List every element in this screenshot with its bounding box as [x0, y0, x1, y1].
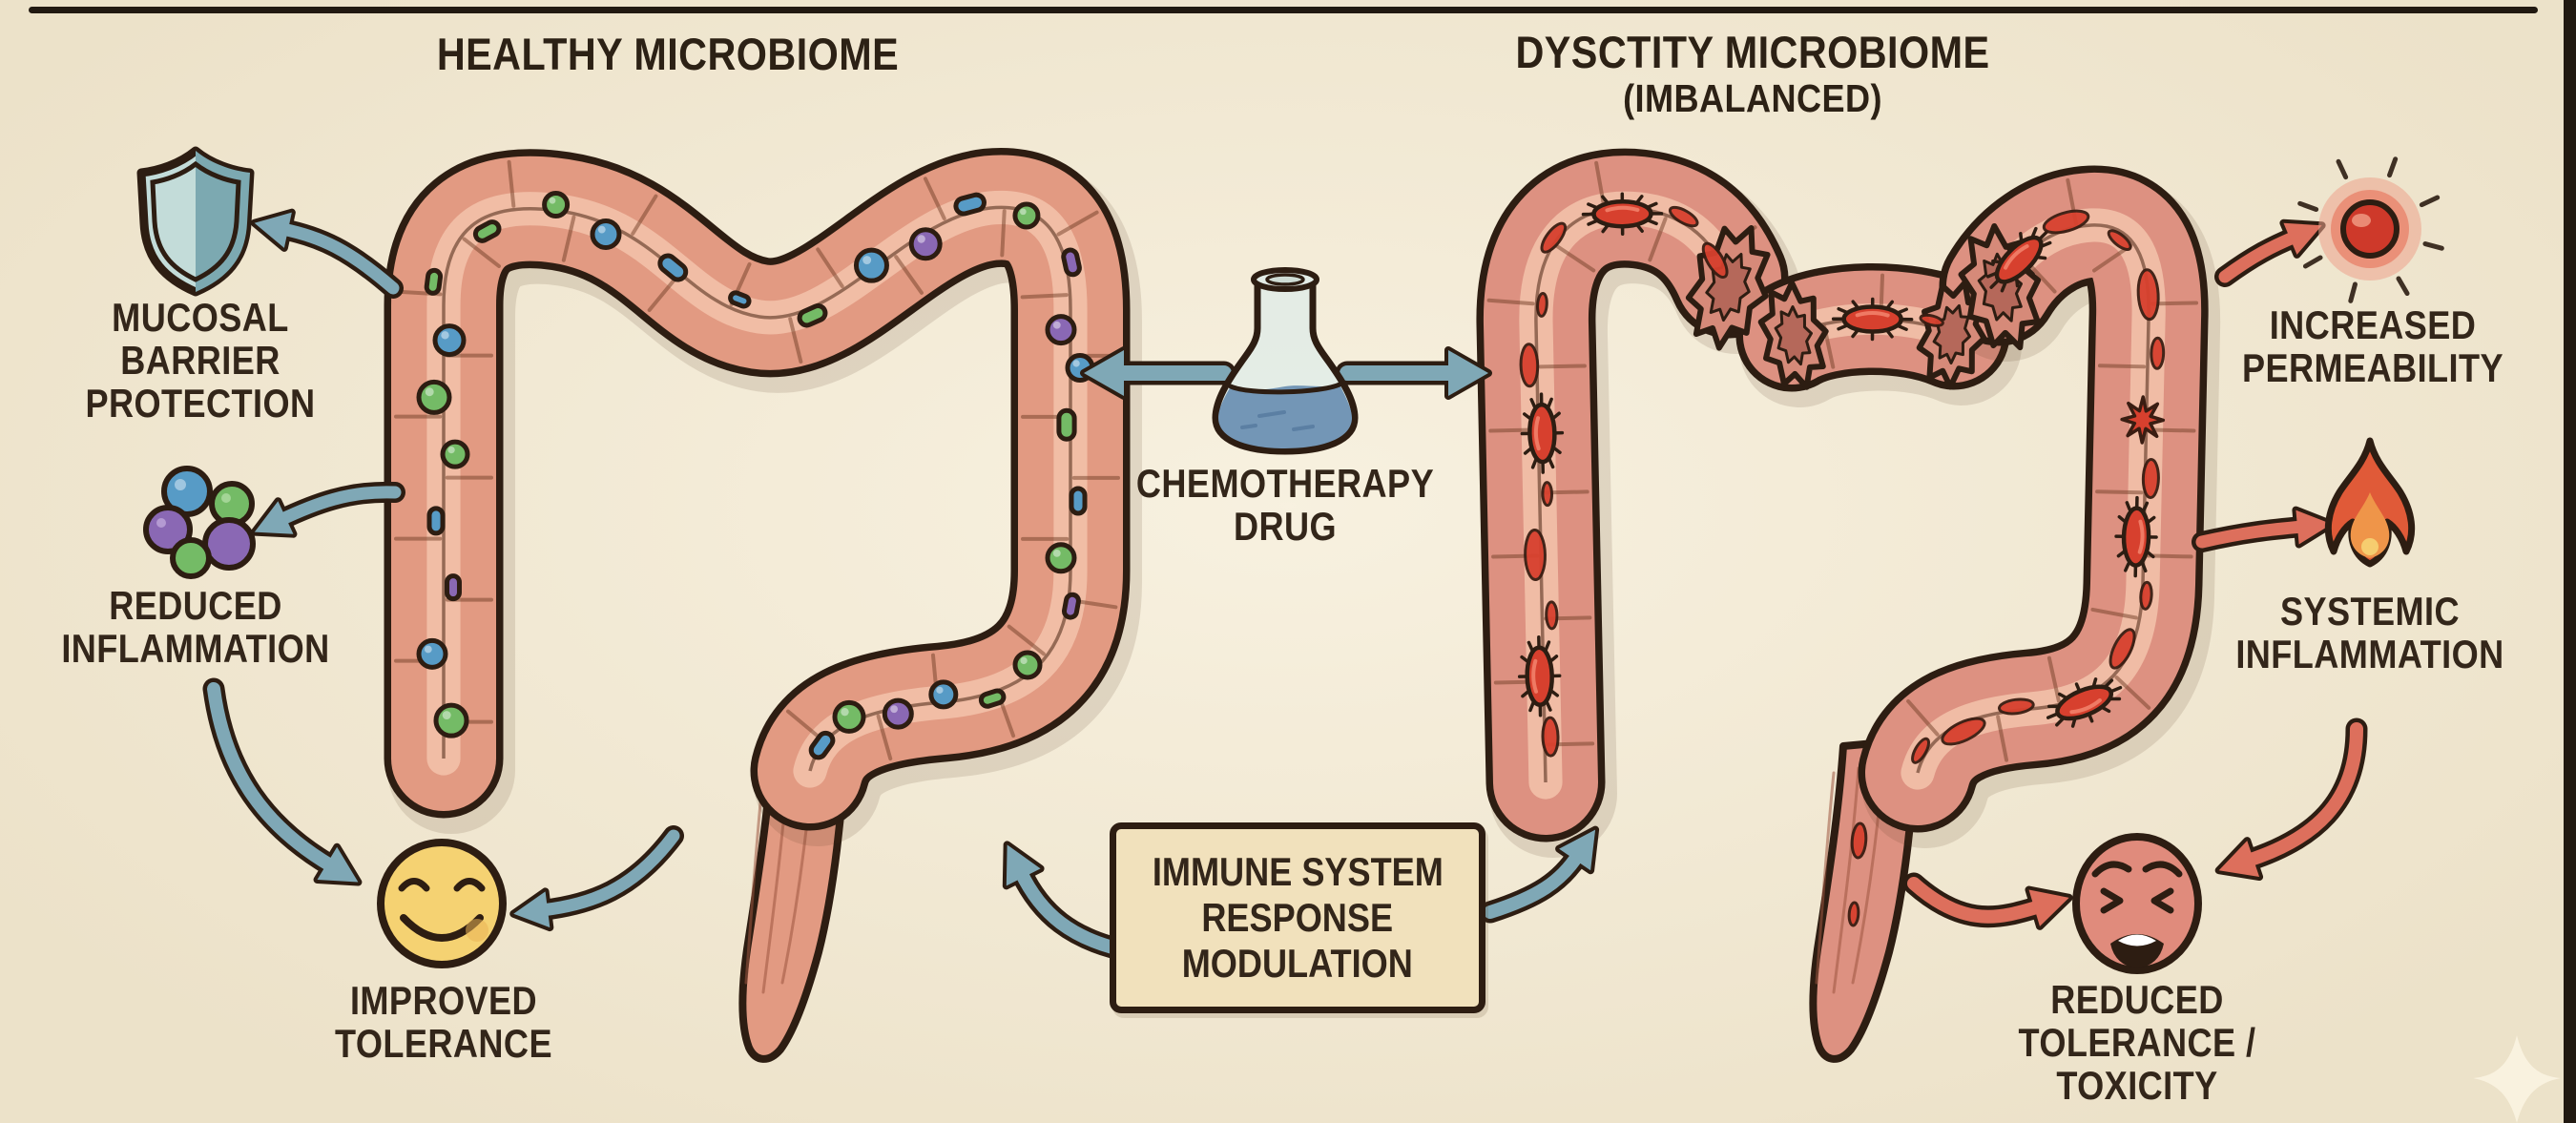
inflamed-cell-icon — [2297, 156, 2444, 303]
label-reduced-tolerance-toxicity: REDUCED TOLERANCE / TOXICITY — [2018, 977, 2256, 1108]
dysbiotic-subtitle-text: (IMBALANCED) — [1623, 76, 1882, 120]
label-mucosal-barrier-protection: MUCOSAL BARRIER PROTECTION — [85, 295, 316, 426]
label-improved-tolerance: IMPROVED TOLERANCE — [335, 978, 552, 1066]
flow-arrows — [202, 208, 2368, 964]
shield-icon — [136, 146, 255, 297]
label-systemic-inflammation: SYSTEMIC INFLAMMATION — [2235, 589, 2504, 676]
dysbiotic-colon-illustration — [1476, 148, 2221, 1063]
dysbiotic-title-text: DYSCTITY MICROBIOME — [1515, 27, 1990, 77]
sparkle-watermark — [2473, 1035, 2561, 1123]
dysbiotic-title: DYSCTITY MICROBIOME (IMBALANCED) — [1462, 27, 2045, 121]
torn-paper-top-edge — [29, 7, 2538, 13]
immune-modulation-box: IMMUNE SYSTEM RESPONSE MODULATION — [1110, 822, 1485, 1013]
healthy-title: HEALTHY MICROBIOME — [416, 31, 920, 78]
healthy-title-text: HEALTHY MICROBIOME — [436, 29, 900, 79]
flame-icon — [2324, 437, 2416, 568]
distressed-face-icon — [2072, 833, 2202, 974]
healthy-colon-illustration — [384, 147, 1142, 1063]
label-reduced-inflammation: REDUCED INFLAMMATION — [61, 583, 330, 671]
torn-paper-right-edge — [2564, 0, 2576, 1123]
label-chemotherapy-drug: CHEMOTHERAPY DRUG — [1135, 461, 1435, 549]
molecule-cluster-icon — [143, 466, 256, 579]
label-increased-permeability: INCREASED PERMEABILITY — [2241, 302, 2504, 390]
chemotherapy-flask-icon — [1212, 267, 1359, 455]
happy-face-icon — [377, 839, 507, 968]
